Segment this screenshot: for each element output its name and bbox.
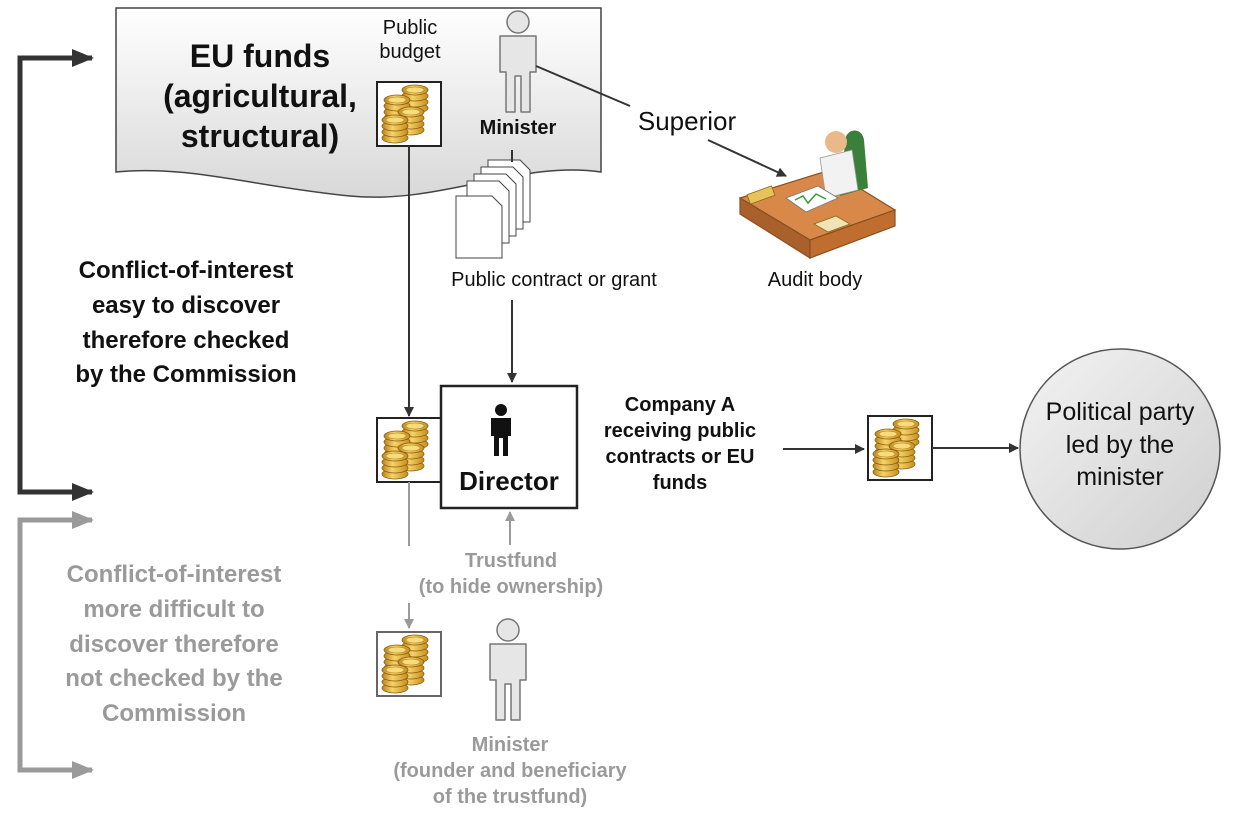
company-label: Company A receiving public contracts or … [603, 394, 757, 494]
eu-funds-shape [115, 7, 602, 198]
director-label: Director [459, 466, 559, 496]
minister-bottom-label: Minister (founder and beneficiary of the… [393, 734, 627, 808]
minister-label: Minister [479, 117, 557, 139]
documents-icon [455, 159, 531, 259]
contract-label: Public contract or grant [451, 269, 657, 291]
political-party-circle [1019, 348, 1221, 550]
eu-funds-title: EU funds (agricultural, structural) [163, 38, 357, 154]
director-box [439, 384, 579, 510]
audit-desk-icon [738, 130, 897, 260]
person-icon-minister-bottom [489, 618, 527, 721]
public-budget-label: Public budget [379, 17, 441, 63]
political-party-label: Political party led by the minister [1045, 398, 1195, 491]
left-bottom-text: Conflict-of-interest more difficult to d… [65, 561, 283, 728]
left-top-text: Conflict-of-interest easy to discover th… [75, 257, 297, 389]
trustfund-label: Trustfund (to hide ownership) [418, 550, 604, 598]
superior-label: Superior [637, 106, 737, 136]
audit-body-label: Audit body [767, 269, 863, 291]
person-icon-director [491, 404, 511, 456]
